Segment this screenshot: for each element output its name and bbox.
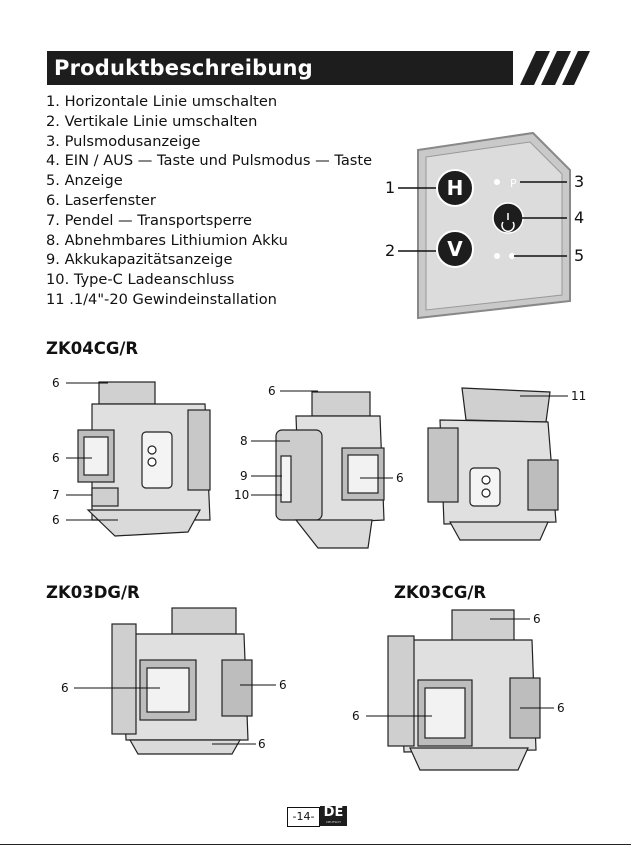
feature-item: 5. Anzeige: [46, 172, 123, 190]
language-code: DE: [323, 805, 344, 820]
model-heading-zk03cg: ZK03CG/R: [394, 583, 487, 602]
svg-text:11: 11: [571, 389, 586, 403]
h-button: [436, 169, 474, 207]
svg-text:7: 7: [52, 488, 60, 502]
svg-text:6: 6: [61, 681, 69, 695]
feature-item: 11 .1/4"-20 Gewindeinstallation: [46, 290, 277, 308]
language-badge: DE DEUTSCH: [320, 806, 347, 826]
svg-text:V: V: [447, 237, 463, 261]
svg-text:6: 6: [52, 376, 60, 390]
feature-item: 3. Pulsmodusanzeige: [46, 132, 201, 150]
language-name: DEUTSCH: [326, 820, 341, 824]
svg-text:H: H: [447, 176, 464, 200]
pulse-indicator: [494, 179, 500, 185]
title-bar: [47, 51, 513, 85]
feature-item: 10. Type-C Ladeanschluss: [46, 271, 235, 289]
page-number: -14-: [287, 807, 320, 827]
svg-text:3: 3: [574, 172, 584, 191]
device-zk03cg: [387, 609, 541, 771]
device-zk04-view-1: [77, 381, 211, 537]
feature-item: 7. Pendel — Transportsperre: [46, 211, 252, 229]
svg-text:6: 6: [396, 471, 404, 485]
svg-text:6: 6: [258, 737, 266, 751]
bottom-rule: [0, 844, 631, 845]
svg-text:6: 6: [352, 709, 360, 723]
feature-item: 6. Laserfenster: [46, 191, 156, 209]
device-zk04-view-3: [427, 387, 559, 541]
svg-text:6: 6: [52, 451, 60, 465]
svg-text:2: 2: [385, 241, 395, 260]
svg-text:5: 5: [574, 246, 584, 265]
svg-text:6: 6: [52, 513, 60, 527]
status-indicator: [494, 253, 500, 259]
svg-text:10: 10: [234, 488, 249, 502]
svg-text:1: 1: [385, 178, 395, 197]
feature-item: 1. Horizontale Linie umschalten: [46, 93, 278, 110]
model-heading-zk03dg: ZK03DG/R: [46, 583, 140, 602]
device-zk03dg: [111, 607, 253, 755]
v-button: [436, 230, 474, 268]
control-panel-diagram: H V P 1 2 3 4 5: [385, 131, 584, 320]
device-zk04-view-1-callouts: [66, 382, 118, 521]
model-heading-zk04: ZK04CG/R: [46, 339, 139, 358]
feature-item: 4. EIN / AUS — Taste und Pulsmodus — Tas…: [46, 152, 373, 170]
title-stripes: [520, 51, 590, 85]
svg-text:8: 8: [240, 434, 248, 448]
page-title: Produktbeschreibung: [54, 56, 313, 80]
svg-text:6: 6: [279, 678, 287, 692]
feature-item: 8. Abnehmbares Lithiumion Akku: [46, 231, 288, 249]
svg-text:6: 6: [557, 701, 565, 715]
svg-text:6: 6: [533, 612, 541, 626]
feature-item: 2. Vertikale Linie umschalten: [46, 112, 258, 130]
svg-text:P: P: [510, 177, 517, 190]
svg-text:4: 4: [574, 208, 584, 227]
feature-list: 1. Horizontale Linie umschalten 2. Verti…: [46, 92, 372, 310]
device-zk04-view-2: [275, 391, 385, 549]
svg-text:9: 9: [240, 469, 248, 483]
feature-item: 9. Akkukapazitätsanzeige: [46, 251, 233, 269]
svg-text:6: 6: [268, 384, 276, 398]
